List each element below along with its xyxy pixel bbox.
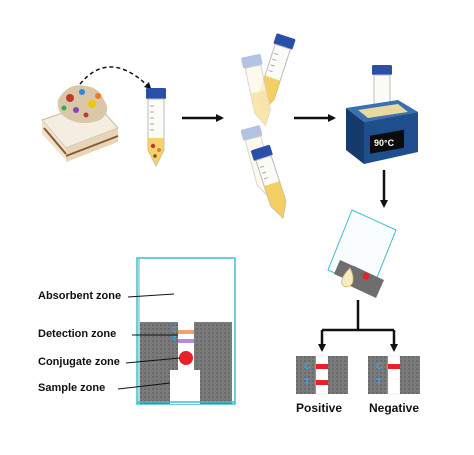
positive-label: Positive [296,401,343,415]
zone-leaders [117,293,181,390]
temperature-readout: 90°C [374,138,395,148]
negative-label: Negative [369,401,420,415]
transfer-arrow [79,66,152,90]
cassette-test-label: T [172,336,177,343]
negative-strip [368,355,420,395]
positive-strip [296,355,348,395]
control-line [178,330,194,334]
conjugate-zone-label: Conjugate zone [38,356,120,368]
centrifuge-tube-icon [241,53,271,127]
sample-pad [170,370,200,404]
negative-control-label: C [376,361,383,371]
test-line [178,339,194,343]
conjugate-pad [179,351,193,365]
strip-cassette [136,257,236,405]
food-sample-icon [41,85,119,162]
detection-zone-label: Detection zone [38,328,117,340]
heating-block-icon [346,65,418,164]
centrifuge-tube-icon [250,144,287,219]
positive-control-label: C [304,361,311,371]
centrifuge-tube-icon [146,88,166,168]
positive-test-label: T [304,377,310,387]
sample-zone-label: Sample zone [38,382,106,394]
negative-test-label: T [376,377,382,387]
absorbent-zone-label: Absorbent zone [38,290,122,302]
result-branch [318,300,398,352]
test-strip-icon [327,209,397,298]
cassette-control-label: C [172,327,178,334]
